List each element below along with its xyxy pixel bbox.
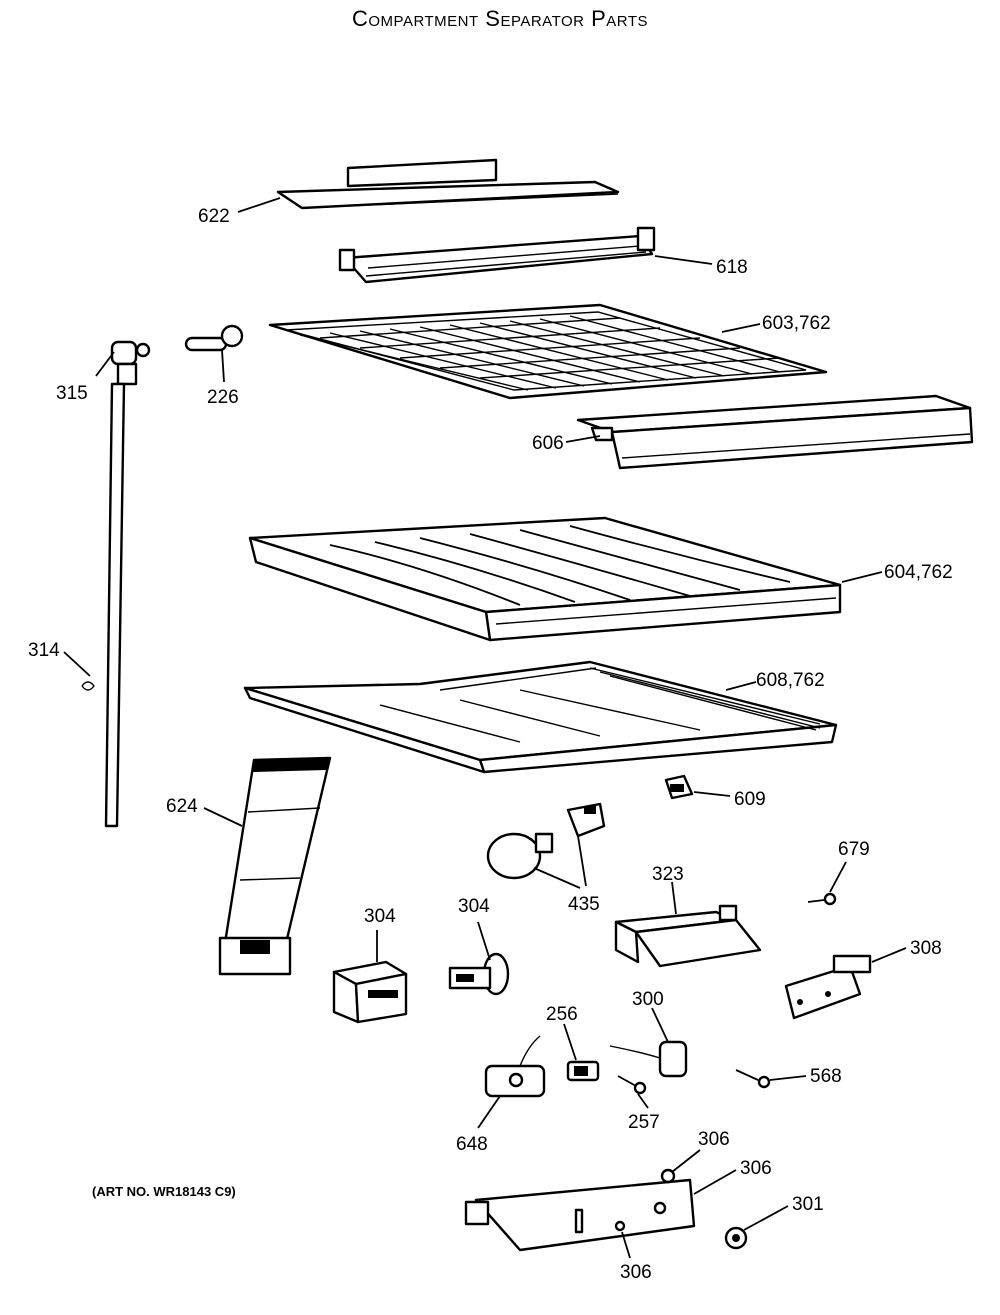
part-314-clip bbox=[81, 681, 95, 691]
leader-323 bbox=[671, 881, 677, 915]
part-618-damper bbox=[338, 226, 656, 284]
leader-306c bbox=[621, 1231, 631, 1259]
leader-606 bbox=[565, 435, 601, 443]
leader-608 bbox=[725, 681, 757, 691]
leader-622 bbox=[237, 197, 281, 213]
art-number: (ART NO. WR18143 C9) bbox=[92, 1184, 236, 1199]
leader-435b bbox=[577, 835, 587, 887]
part-648-motor bbox=[484, 1035, 546, 1098]
label-606: 606 bbox=[532, 433, 564, 454]
leader-300 bbox=[651, 1007, 669, 1043]
label-226: 226 bbox=[207, 387, 239, 408]
part-622-cover bbox=[276, 158, 620, 210]
leader-435a bbox=[533, 867, 581, 889]
part-679-screw bbox=[807, 892, 837, 906]
part-606-trim bbox=[576, 394, 974, 470]
label-679: 679 bbox=[838, 839, 870, 860]
label-622: 622 bbox=[198, 206, 230, 227]
part-bottom-bracket bbox=[464, 1168, 696, 1252]
leader-314 bbox=[63, 651, 91, 677]
leader-304b bbox=[477, 921, 491, 961]
label-300: 300 bbox=[632, 989, 664, 1010]
part-300-switch bbox=[609, 1040, 688, 1078]
leader-257 bbox=[637, 1093, 649, 1109]
part-301-nut bbox=[724, 1226, 748, 1250]
part-315-bracket bbox=[110, 340, 151, 386]
label-257: 257 bbox=[628, 1112, 660, 1133]
label-323: 323 bbox=[652, 864, 684, 885]
label-568: 568 bbox=[810, 1066, 842, 1087]
part-308-board bbox=[784, 954, 872, 1020]
label-624: 624 bbox=[166, 796, 198, 817]
label-315: 315 bbox=[56, 383, 88, 404]
label-604: 604,762 bbox=[884, 562, 953, 583]
page-title: Compartment Separator Parts bbox=[352, 6, 648, 31]
part-304-block bbox=[332, 960, 408, 1024]
leader-618 bbox=[654, 255, 713, 265]
label-306c: 306 bbox=[620, 1262, 652, 1283]
part-603-wire-shelf bbox=[268, 303, 828, 400]
part-314-rod bbox=[104, 382, 126, 828]
leader-679 bbox=[829, 861, 847, 893]
leader-604 bbox=[841, 571, 883, 583]
label-608: 608,762 bbox=[756, 670, 825, 691]
label-306b: 306 bbox=[740, 1158, 772, 1179]
part-226-knob bbox=[184, 324, 244, 352]
leader-256 bbox=[563, 1023, 577, 1061]
label-618: 618 bbox=[716, 257, 748, 278]
label-304a: 304 bbox=[364, 906, 396, 927]
leader-226 bbox=[221, 349, 225, 383]
label-648: 648 bbox=[456, 1134, 488, 1155]
label-314: 314 bbox=[28, 640, 60, 661]
part-624-duct bbox=[218, 756, 332, 976]
part-304-motor bbox=[448, 952, 510, 996]
part-323-control bbox=[614, 904, 762, 968]
part-256-connector bbox=[566, 1060, 600, 1082]
label-435: 435 bbox=[568, 894, 600, 915]
leader-609 bbox=[693, 791, 731, 797]
part-568-screw bbox=[735, 1069, 771, 1089]
part-435-bulb bbox=[486, 832, 554, 880]
leader-308 bbox=[871, 947, 907, 963]
leader-624 bbox=[203, 807, 243, 827]
label-304b: 304 bbox=[458, 896, 490, 917]
label-308: 308 bbox=[910, 938, 942, 959]
part-608-pan bbox=[243, 660, 838, 774]
part-257-screw bbox=[617, 1075, 647, 1095]
leader-315 bbox=[95, 351, 115, 377]
label-301: 301 bbox=[792, 1194, 824, 1215]
leader-306b bbox=[693, 1169, 737, 1195]
leader-603 bbox=[721, 323, 761, 333]
leader-306a bbox=[671, 1149, 701, 1173]
label-603: 603,762 bbox=[762, 313, 831, 334]
leader-648 bbox=[477, 1095, 501, 1129]
leader-568 bbox=[769, 1075, 807, 1081]
part-609-clip bbox=[664, 774, 694, 800]
label-306a: 306 bbox=[698, 1129, 730, 1150]
label-256: 256 bbox=[546, 1004, 578, 1025]
part-604-pan bbox=[248, 516, 842, 642]
label-609: 609 bbox=[734, 789, 766, 810]
leader-301 bbox=[743, 1205, 789, 1231]
part-435-socket bbox=[566, 802, 606, 838]
